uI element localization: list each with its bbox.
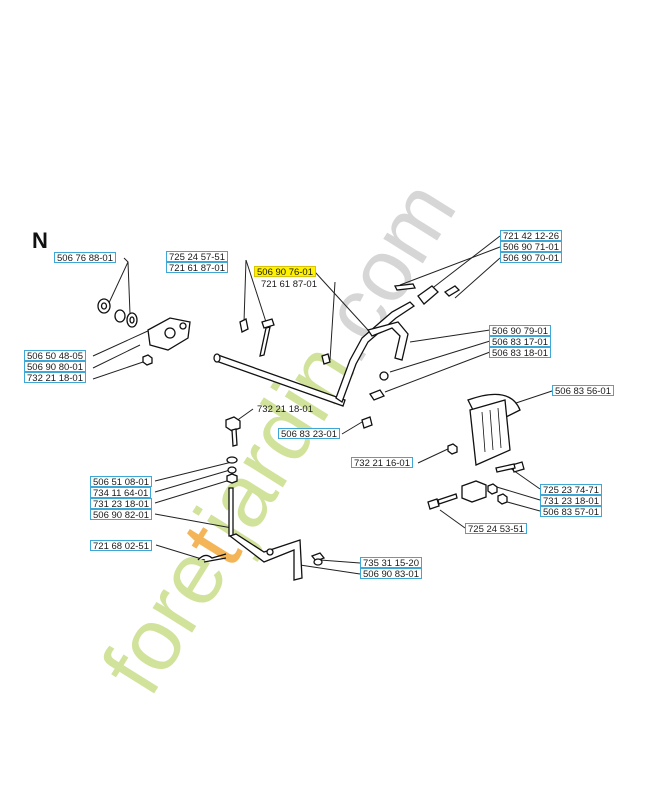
part-label-506-90-82-01: 506 90 82-01 [90,509,152,521]
handle-grip [417,285,439,305]
leader-line [509,390,553,406]
leader-line [454,257,501,299]
stud [231,428,238,447]
bolt [261,318,275,329]
leader-line [417,447,451,464]
leader-line [155,544,206,561]
leader-line [92,329,151,357]
leader-line [92,344,141,369]
part-label-731-23-18-01-right: 731 23 18-01 [540,495,602,507]
spring [394,283,416,291]
leader-line [341,421,363,435]
part-label-506-83-56-01: 506 83 56-01 [552,385,614,397]
cotter-pin [197,553,227,563]
chute-lever [335,301,416,403]
bolt-shank [437,493,458,505]
part-label-506-90-83-01: 506 90 83-01 [360,568,422,580]
leader-line [245,259,267,323]
leader-line [489,484,541,501]
leader-line [409,329,491,343]
bushing [310,552,326,562]
washer [379,371,389,381]
nut [487,483,498,495]
part-label-506-90-71-01: 506 90 71-01 [500,241,562,253]
leader-line [329,281,336,361]
section-letter: N [32,228,48,253]
part-label-506-76-88-01: 506 76 88-01 [54,252,116,264]
part-label-506-90-79-01: 506 90 79-01 [489,325,551,337]
part-label-506-83-23-01: 506 83 23-01 [278,428,340,440]
washer [313,558,323,566]
part-label-506-50-48-05: 506 50 48-05 [24,350,86,362]
leader-line [123,257,131,315]
leader-line [389,340,491,373]
leader-line [92,360,147,380]
grip-end [443,285,461,297]
bolt-shank [495,463,516,473]
part-label-735-31-15-20: 735 31 15-20 [360,557,422,569]
nut [447,443,458,455]
leader-line [243,259,247,323]
part-label-732-21-18-01: 732 21 18-01 [24,372,86,384]
leader-line [154,513,233,529]
bolt-shank [259,326,271,357]
part-label-721-68-02-51: 721 68 02-51 [90,540,152,552]
part-label-732-21-16-01: 732 21 16-01 [351,457,413,469]
part-label-506-90-76-01-highlighted: 506 90 76-01 [254,266,316,278]
part-label-506-83-18-01: 506 83 18-01 [489,347,551,359]
part-label-721-42-12-26: 721 42 12-26 [500,230,562,242]
part-label-734-11-64-01: 734 11 64-01 [90,487,152,499]
leader-line [439,509,466,529]
part-label-506-90-80-01: 506 90 80-01 [24,361,86,373]
mount-block [461,480,487,503]
threaded-rod [228,487,234,537]
lever-rod [366,321,409,361]
part-label-725-24-57-51: 725 24 57-51 [166,251,228,263]
part-label-721-61-87-01-plain: 721 61 87-01 [261,279,317,290]
leader-line [154,461,233,482]
leader-line [314,271,369,331]
part-label-721-61-87-01: 721 61 87-01 [166,262,228,274]
part-label-725-23-74-71: 725 23 74-71 [540,484,602,496]
leader-line [319,559,361,564]
part-label-725-24-53-51: 725 24 53-51 [465,523,527,535]
leader-line [154,469,231,493]
leader-line [107,261,129,306]
leader-line [299,564,361,575]
washer [227,466,237,474]
leader-line [384,351,491,393]
bushing [114,309,126,323]
washer [226,456,238,464]
part-label-506-83-17-01: 506 83 17-01 [489,336,551,348]
part-label-506-51-08-01: 506 51 08-01 [90,476,152,488]
spring-small [361,416,373,429]
nut [226,473,238,484]
leader-line [429,235,501,291]
pin [239,318,249,333]
bolt [427,498,440,510]
leader-line [399,246,501,286]
pin [321,353,331,365]
nut [142,354,153,366]
shaft-end [213,353,221,363]
clip [369,389,385,401]
leader-line [154,479,231,504]
part-label-506-90-70-01: 506 90 70-01 [500,252,562,264]
part-label-731-23-18-01: 731 23 18-01 [90,498,152,510]
part-label-506-83-57-01: 506 83 57-01 [540,506,602,518]
part-label-732-21-18-01-plain: 732 21 18-01 [257,404,313,415]
washer [497,493,508,505]
lower-link [228,533,303,581]
bolt [511,461,525,473]
nut [225,416,241,432]
chute-gear-plate [469,399,511,466]
